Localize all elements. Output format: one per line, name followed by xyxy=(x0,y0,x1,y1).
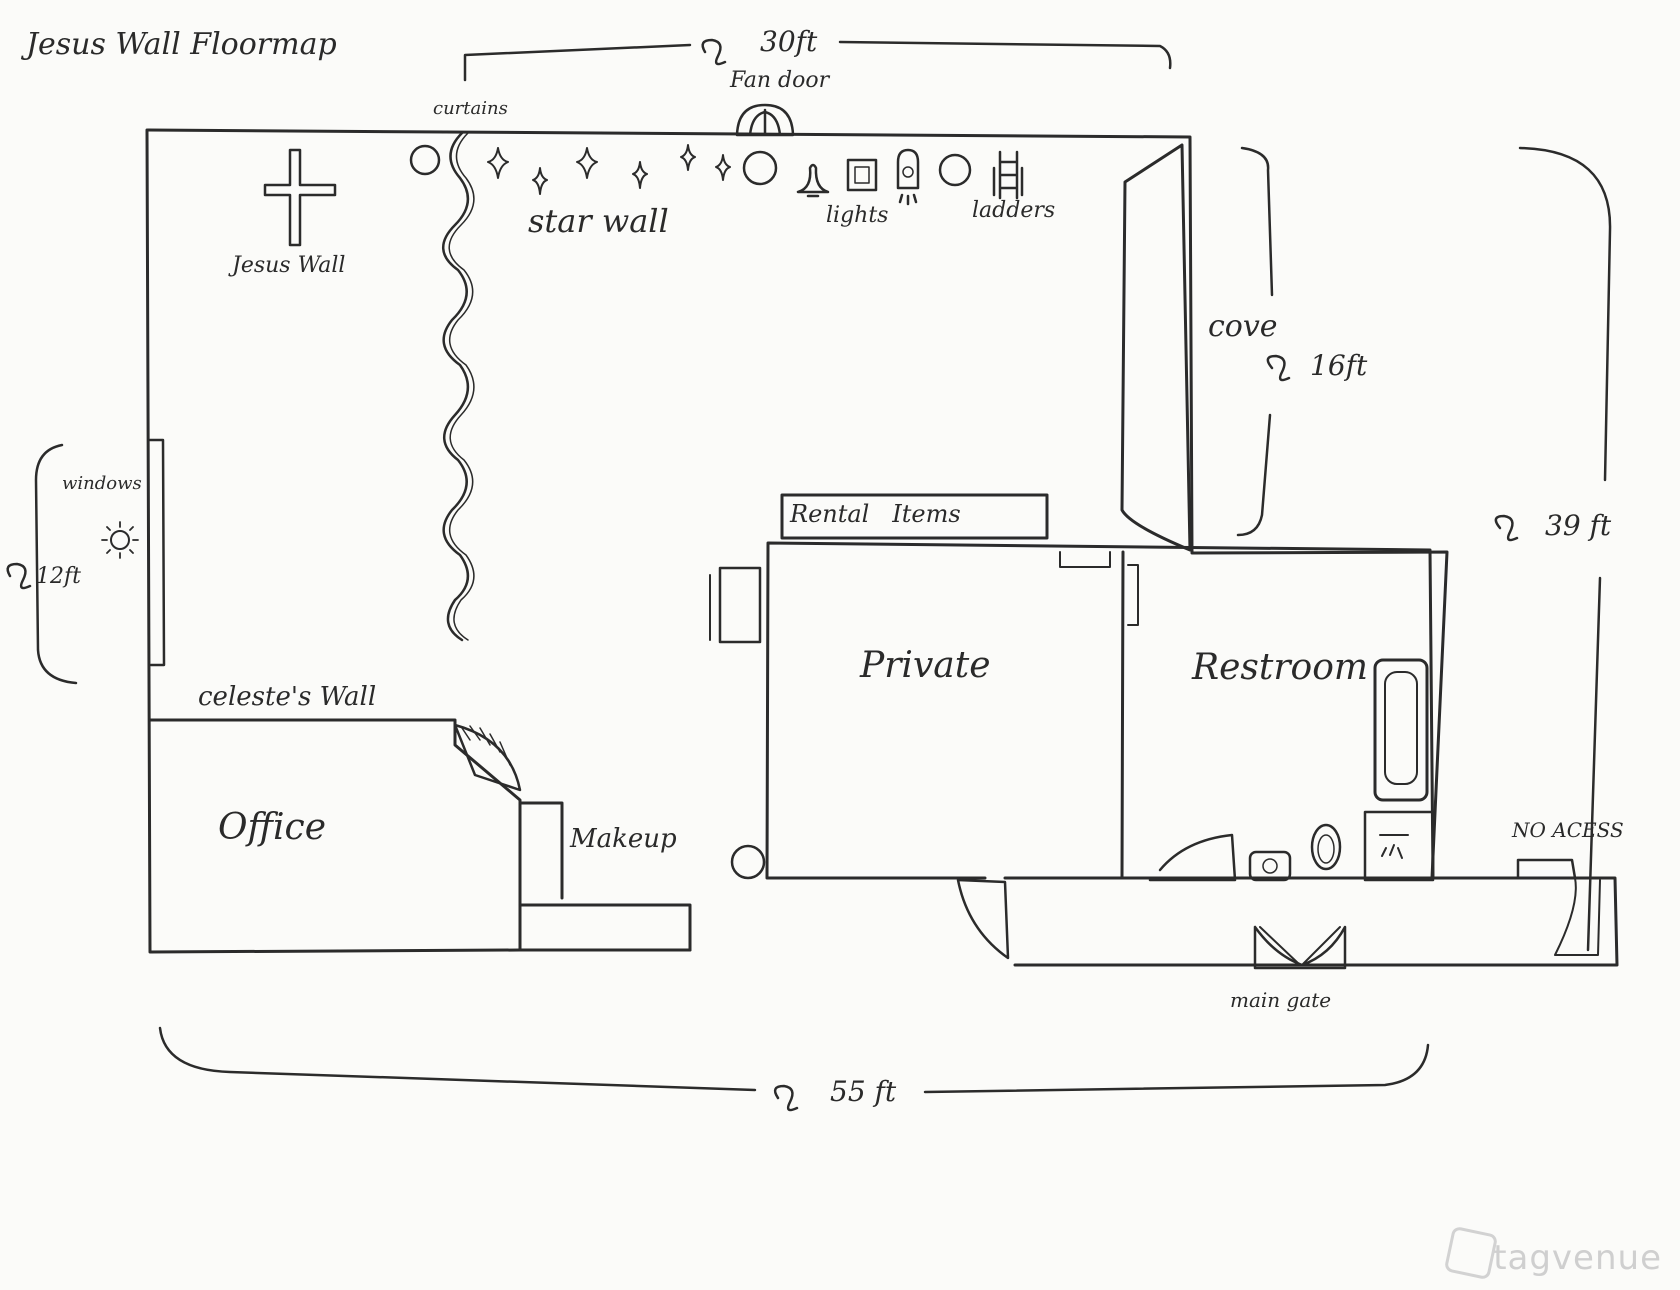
main-gate-label: main gate xyxy=(1230,988,1332,1012)
celestes-wall-label: celeste's Wall xyxy=(198,682,377,712)
right-dimension-arc-upper xyxy=(1518,146,1612,482)
star-wall-label: star wall xyxy=(528,202,669,240)
star-icon xyxy=(632,161,648,189)
top-dimension-line-left xyxy=(463,43,692,82)
fan-door-label: Fan door xyxy=(730,68,830,93)
shower-stall xyxy=(1363,810,1435,882)
corridor-door xyxy=(956,878,1010,960)
bathtub-inner xyxy=(1384,671,1418,785)
private-top-door xyxy=(1059,551,1111,568)
jesus-wall-label: Jesus Wall xyxy=(232,253,346,278)
star-icon xyxy=(715,154,731,181)
page-title: Jesus Wall Floormap xyxy=(26,27,337,62)
main-gate-leaf-left xyxy=(1259,926,1341,966)
bottom-dimension-label: 55 ft xyxy=(830,1075,897,1108)
fan-door-icon xyxy=(735,103,795,137)
star-icon xyxy=(487,147,509,179)
west-wall xyxy=(145,128,522,954)
sink xyxy=(1248,850,1292,882)
office-walls xyxy=(148,718,522,952)
light-lamp-icon xyxy=(896,148,920,206)
light-lamp-dot xyxy=(902,166,914,178)
no-access-door xyxy=(1516,858,1577,880)
curtain-line xyxy=(442,131,469,642)
cove-dimension-bracket xyxy=(1240,146,1274,297)
left-dimension-label: 12ft xyxy=(36,564,81,589)
top-dimension-label: 30ft xyxy=(760,25,818,58)
star-icon xyxy=(532,167,548,195)
ladder-icon xyxy=(992,150,1024,200)
restroom-divider xyxy=(1120,550,1125,880)
rental-items-label: Rental Items xyxy=(790,500,961,528)
no-access-door-swing xyxy=(1554,877,1601,956)
right-dimension-line-lower xyxy=(1586,576,1602,952)
makeup-counter xyxy=(518,903,692,952)
wall-circle-center xyxy=(742,150,778,186)
star-icon xyxy=(576,147,598,179)
approx-mark-bottom xyxy=(773,1084,799,1112)
office-door-arc xyxy=(453,723,522,792)
sun-rays xyxy=(101,521,139,559)
shower-head xyxy=(1379,834,1409,859)
restroom-bottom-door xyxy=(1148,833,1237,882)
restroom-label: Restroom xyxy=(1192,647,1369,688)
cove-dimension-label: 16ft xyxy=(1310,349,1368,382)
floor-circle xyxy=(730,844,766,880)
no-access-label: NO ACESS xyxy=(1512,818,1624,842)
light-box-icon xyxy=(846,158,878,192)
toilet xyxy=(1310,823,1342,871)
bottom-dimension-arc-right xyxy=(923,1043,1430,1094)
approx-mark-left xyxy=(6,562,32,590)
cove-label: cove xyxy=(1208,309,1278,344)
sun-icon xyxy=(110,530,130,550)
office-label: Office xyxy=(218,807,326,848)
light-bell-icon xyxy=(796,163,830,198)
right-dimension-label: 39 ft xyxy=(1545,509,1612,542)
cross-icon xyxy=(263,148,337,247)
approx-mark-cove xyxy=(1266,354,1291,382)
sink-drain xyxy=(1262,858,1278,874)
left-dimension-arc xyxy=(34,443,78,685)
rental-items-box xyxy=(780,493,1049,540)
restroom-door xyxy=(1127,564,1139,626)
bottom-dimension-arc-left xyxy=(158,1026,757,1092)
curtains-label: curtains xyxy=(433,98,508,119)
private-label: Private xyxy=(860,645,991,686)
bathtub xyxy=(1373,658,1429,802)
windows-label: windows xyxy=(62,473,142,494)
makeup-station xyxy=(518,801,564,900)
corridor-walls xyxy=(1003,876,1619,967)
watermark: tagvenue xyxy=(1493,1238,1662,1278)
top-dimension-line-right xyxy=(838,40,1172,70)
approx-mark-right xyxy=(1494,514,1519,542)
wall-circle-right xyxy=(938,153,972,187)
approx-mark-top xyxy=(701,38,727,66)
toilet-inner xyxy=(1317,834,1335,864)
makeup-label: Makeup xyxy=(570,824,677,854)
ladders-label: ladders xyxy=(972,198,1056,223)
lights-label: lights xyxy=(826,203,889,228)
watermark-logo-icon xyxy=(1443,1225,1499,1281)
main-outer-wall xyxy=(146,128,1449,880)
office-door-hatch xyxy=(461,725,511,766)
light-box-inner xyxy=(854,166,870,184)
wall-circle-left xyxy=(409,144,441,176)
private-door-left xyxy=(718,566,762,644)
cove-partition xyxy=(1120,143,1192,552)
window-frame xyxy=(148,438,166,667)
star-icon xyxy=(680,144,696,171)
cove-dimension-bracket-lower xyxy=(1236,413,1272,537)
curtain-line-back xyxy=(448,132,475,641)
main-gate-doors xyxy=(1253,925,1347,970)
